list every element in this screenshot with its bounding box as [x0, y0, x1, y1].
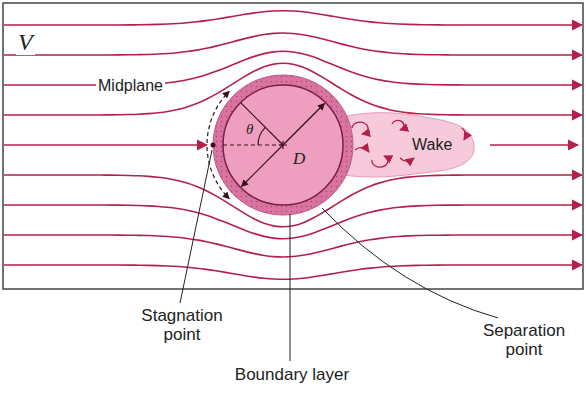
stagnation-point-label: Stagnation point: [128, 307, 236, 344]
streamlines: [4, 11, 582, 280]
cylinder: [223, 85, 343, 205]
boundary-flow-arrows: [207, 91, 229, 198]
velocity-symbol: V: [16, 29, 35, 55]
diameter-symbol: D: [291, 150, 307, 169]
separation-point-label: Separation point: [470, 322, 578, 359]
wake-region: [338, 113, 474, 177]
stagnation-dot: [211, 143, 216, 148]
streamline: [4, 11, 582, 25]
streamline: [4, 235, 582, 257]
angle-symbol: θ: [244, 121, 255, 138]
wake-streamline: [490, 144, 578, 146]
wake-eddies: [352, 120, 466, 167]
boundary-layer-ring: [213, 75, 353, 215]
stagnation-streamline: [4, 144, 207, 146]
cylinder-geometry: [223, 103, 325, 187]
wake-label: Wake: [410, 136, 454, 154]
streamline: [4, 265, 582, 279]
flow-frame: [3, 3, 583, 289]
boundary-layer-label: Boundary layer: [215, 366, 369, 385]
midplane-label: Midplane: [96, 77, 165, 95]
